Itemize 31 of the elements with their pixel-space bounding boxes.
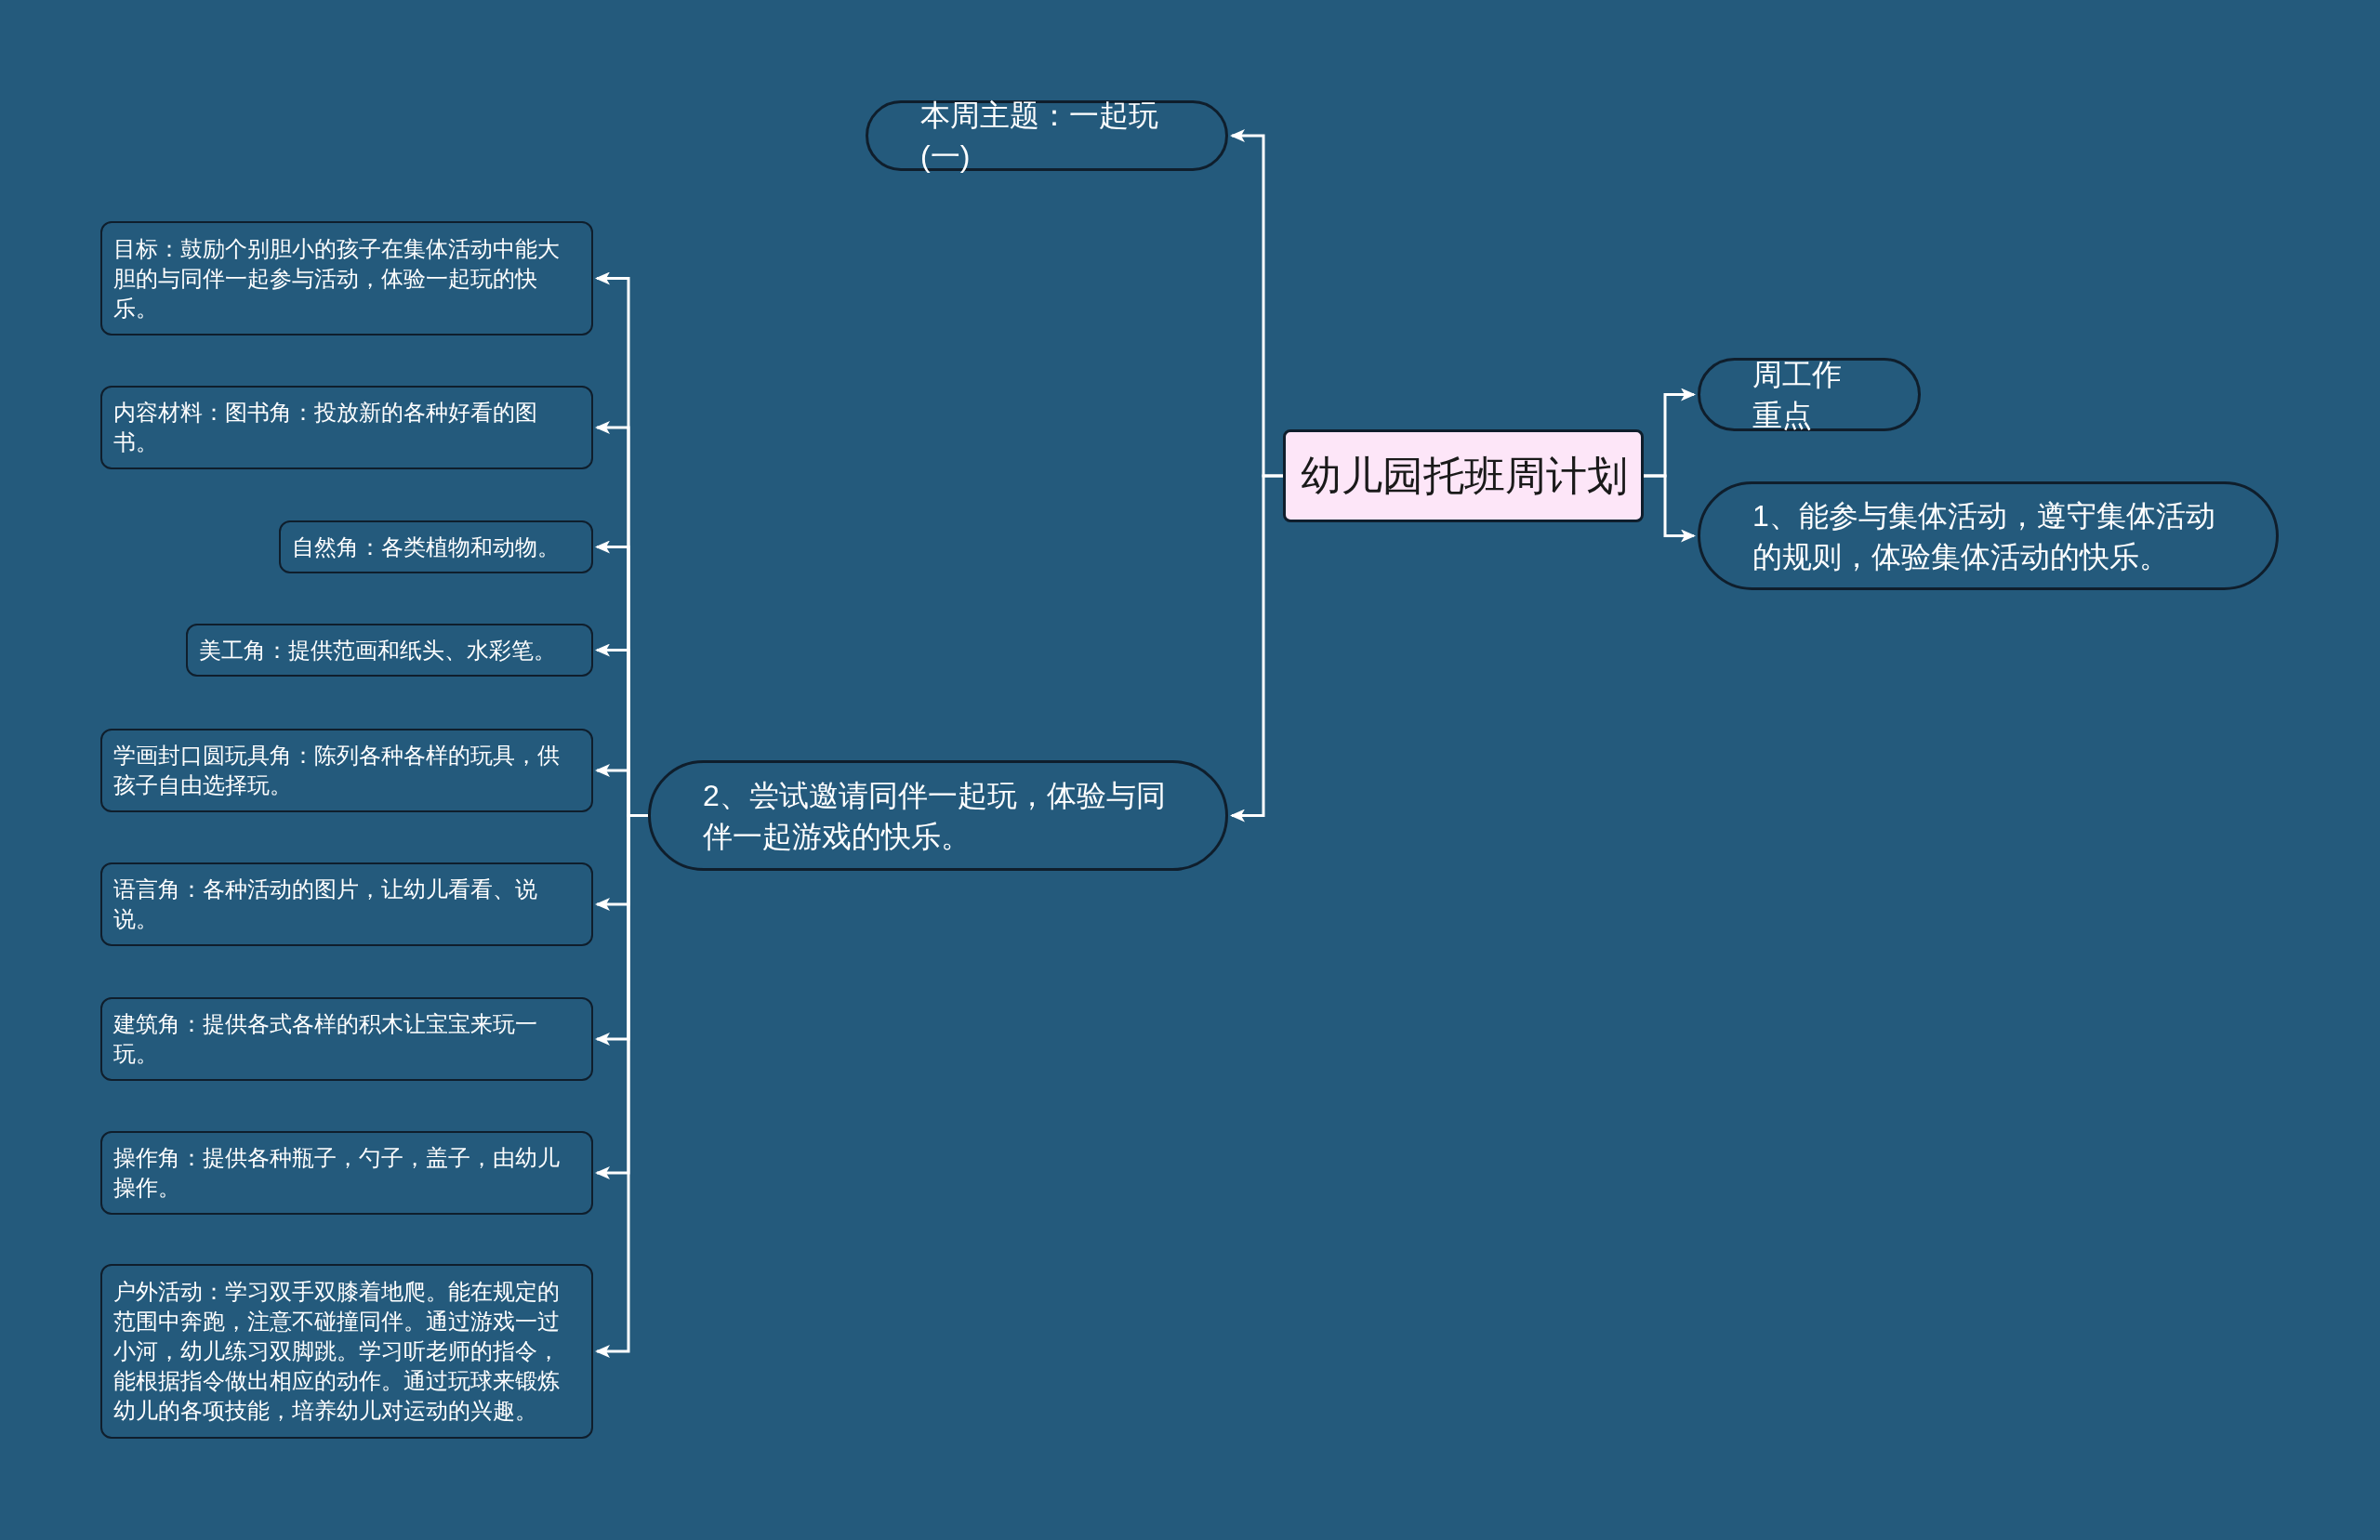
detail-box	[100, 1131, 593, 1215]
node-text: 学画封口圆玩具角：陈列各种各样的玩具，供孩子自由选择玩。	[113, 742, 561, 799]
node-text: 户外活动：学习双手双膝着地爬。能在规定的范围中奔跑，注意不碰撞同伴。通过游戏一过小河，幼儿练习双脚跳。学习听老师的指令，能根据指令做出相应的动作。通过玩球来锻炼幼儿的各项技能，培养幼儿对运动的兴趣。	[113, 1278, 561, 1425]
detail-box	[100, 729, 593, 812]
connector-arrow	[1644, 474, 1696, 543]
node-text: 本周主题：一起玩(一)	[920, 98, 1159, 175]
node-text: 幼儿园托班周计划	[1301, 452, 1626, 500]
node-text: 美工角：提供范画和纸头、水彩笔。	[199, 636, 557, 665]
node-text: 内容材料：图书角：投放新的各种好看的图书。	[113, 399, 538, 456]
connector-arrow	[595, 814, 648, 1358]
detail-box	[279, 520, 593, 573]
topic-pill	[648, 760, 1228, 871]
node-text: 周工作重点	[1752, 356, 1843, 434]
detail-box	[100, 997, 593, 1081]
node-text: 语言角：各种活动的图片，让幼儿看看、说说。	[113, 875, 538, 933]
topic-pill	[866, 100, 1228, 171]
topic-pill	[1698, 358, 1921, 431]
detail-box	[100, 386, 593, 469]
detail-box	[100, 221, 593, 336]
node-text: 1、能参与集体活动，遵守集体活动的规则，体验集体活动的快乐。	[1752, 497, 2216, 575]
detail-box	[100, 1264, 593, 1439]
node-text: 2、尝试邀请同伴一起玩，体验与同伴一起游戏的快乐。	[703, 777, 1167, 855]
detail-box	[100, 862, 593, 946]
connector-arrow	[1230, 474, 1283, 823]
central-topic-box	[1283, 429, 1644, 522]
detail-box	[186, 624, 593, 677]
node-text: 建筑角：提供各式各样的积木让宝宝来玩一玩。	[113, 1010, 538, 1068]
node-text: 自然角：各类植物和动物。	[292, 533, 561, 561]
node-text: 操作角：提供各种瓶子，勺子，盖子，由幼儿操作。	[113, 1144, 561, 1202]
topic-pill	[1698, 481, 2279, 590]
node-text: 目标：鼓励个别胆小的孩子在集体活动中能大胆的与同伴一起参与活动，体验一起玩的快乐。	[113, 234, 561, 322]
